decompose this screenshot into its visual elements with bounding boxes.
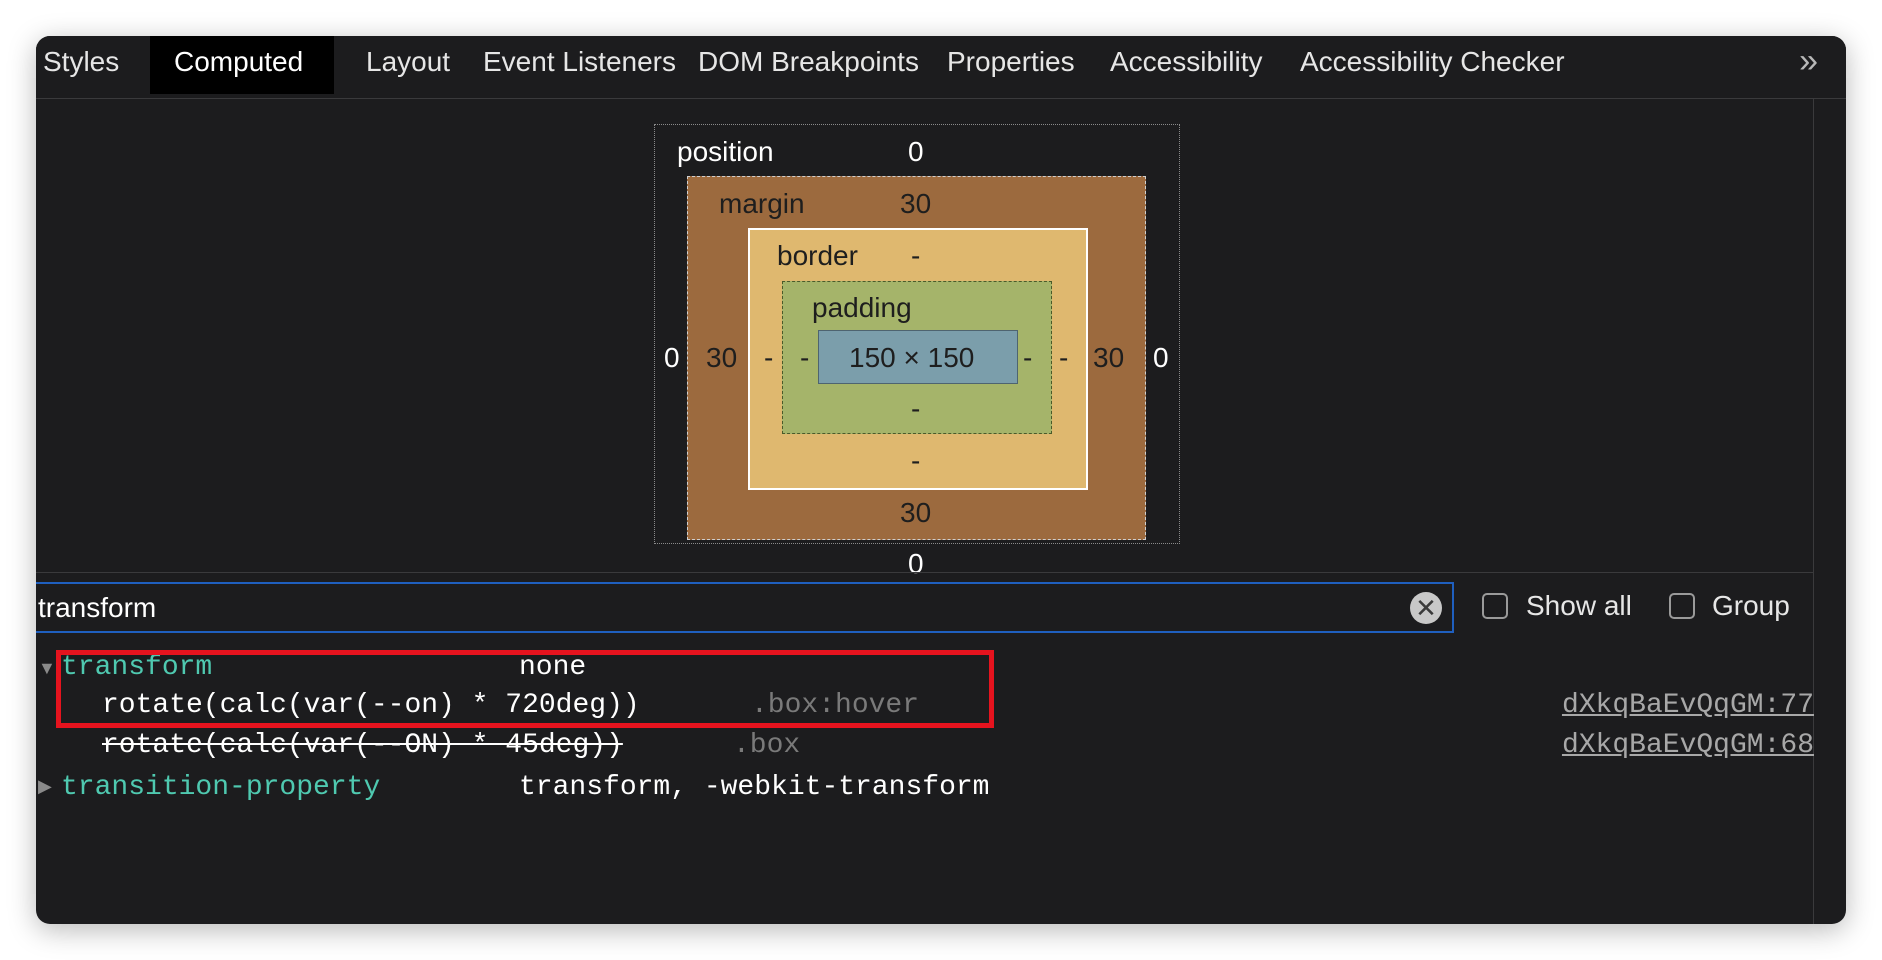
expand-triangle-icon[interactable]: ▼	[38, 658, 56, 678]
section-divider	[36, 572, 1813, 573]
position-bottom-value[interactable]: 0	[908, 548, 924, 579]
show-all-label[interactable]: Show all	[1526, 590, 1632, 621]
declaration-selector: .box	[733, 730, 801, 761]
content-size[interactable]: 150 × 150	[849, 342, 975, 373]
margin-right-value[interactable]: 30	[1093, 342, 1125, 373]
box-model-position	[654, 124, 1180, 544]
overridden-declaration-value: rotate(calc(var(--ON) * 45deg))	[102, 730, 623, 761]
group-label[interactable]: Group	[1712, 590, 1790, 621]
position-label: position	[677, 136, 774, 167]
property-name: transform	[61, 652, 213, 683]
clear-filter-icon[interactable]: ✕	[1410, 592, 1442, 624]
tab-event-listeners[interactable]: Event Listeners	[483, 46, 676, 77]
padding-left-value[interactable]: -	[800, 342, 810, 373]
tab-dom-breakpoints[interactable]: DOM Breakpoints	[698, 46, 919, 77]
margin-left-value[interactable]: 30	[706, 342, 738, 373]
position-top-value[interactable]: 0	[908, 136, 924, 167]
box-model-content	[818, 330, 1018, 384]
padding-label: padding	[812, 292, 912, 323]
declaration-selector: .box:hover	[751, 690, 920, 721]
show-all-checkbox[interactable]	[1482, 593, 1508, 619]
tab-layout[interactable]: Layout	[366, 46, 451, 77]
group-checkbox[interactable]	[1669, 593, 1695, 619]
border-left-value[interactable]: -	[764, 342, 774, 373]
border-top-value[interactable]: -	[911, 240, 921, 271]
filter-input[interactable]: transform	[36, 582, 1454, 633]
source-link[interactable]: dXkqBaEvQqGM:68	[1561, 730, 1814, 761]
collapse-triangle-icon[interactable]: ▶	[38, 776, 52, 796]
property-name: transition-property	[61, 772, 381, 803]
property-value: none	[519, 652, 587, 683]
border-right-value[interactable]: -	[1059, 342, 1069, 373]
devtools-panel: Styles Computed Layout Event Listeners D…	[36, 36, 1846, 924]
tab-bar: Styles Computed Layout Event Listeners D…	[36, 36, 1846, 99]
tab-accessibility-checker[interactable]: Accessibility Checker	[1300, 46, 1565, 77]
more-tabs-chevron-icon[interactable]: »	[1799, 42, 1818, 80]
margin-label: margin	[719, 188, 805, 219]
declaration-value: rotate(calc(var(--on) * 720deg))	[102, 690, 640, 721]
pane-divider	[1813, 99, 1814, 924]
tab-properties[interactable]: Properties	[947, 46, 1075, 77]
border-bottom-value[interactable]: -	[911, 445, 921, 476]
tab-accessibility[interactable]: Accessibility	[1110, 46, 1263, 77]
border-label: border	[777, 240, 858, 271]
position-left-value[interactable]: 0	[664, 342, 680, 373]
padding-right-value[interactable]: -	[1023, 342, 1033, 373]
tab-computed[interactable]: Computed	[150, 36, 334, 94]
highlight-annotation-box	[56, 650, 994, 728]
filter-input-value: transform	[38, 592, 157, 623]
margin-bottom-value[interactable]: 30	[900, 497, 932, 528]
position-right-value[interactable]: 0	[1153, 342, 1169, 373]
tab-styles[interactable]: Styles	[43, 46, 120, 77]
margin-top-value[interactable]: 30	[900, 188, 932, 219]
padding-bottom-value[interactable]: -	[911, 393, 921, 424]
property-value: transform, -webkit-transform	[519, 772, 990, 803]
source-link[interactable]: dXkqBaEvQqGM:77	[1561, 690, 1814, 721]
